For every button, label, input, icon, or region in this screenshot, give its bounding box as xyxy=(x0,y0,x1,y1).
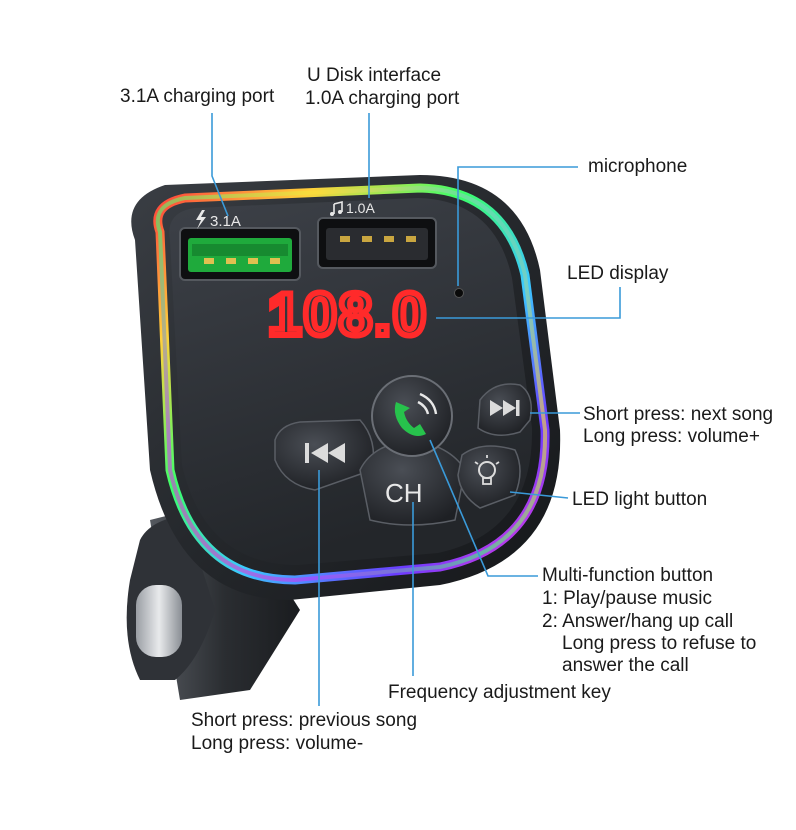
leader-lines xyxy=(211,113,621,706)
callout-microphone: microphone xyxy=(588,156,688,177)
callout-3-1a-charging-port: 3.1A charging port xyxy=(120,86,275,107)
callout-prev-short: Short press: previous song xyxy=(191,710,418,731)
usb-port-1-0a xyxy=(317,217,437,269)
callout-next-long: Long press: volume+ xyxy=(583,426,760,447)
callout-led-light-button: LED light button xyxy=(572,489,708,510)
callout-next-short: Short press: next song xyxy=(583,404,774,425)
phone-icon xyxy=(394,392,438,436)
callout-u-disk-interface: U Disk interface xyxy=(307,65,442,86)
usb-port-3-1a xyxy=(179,227,301,281)
previous-track-button[interactable] xyxy=(274,419,375,491)
callout-frequency-key: Frequency adjustment key xyxy=(388,682,611,703)
callout-multi-function-3: Long press to refuse to xyxy=(562,633,757,654)
light-bulb-icon xyxy=(474,455,500,485)
led-light-button[interactable] xyxy=(457,445,521,509)
ch-button-label: CH xyxy=(385,478,423,508)
callout-multi-function-title: Multi-function button xyxy=(542,565,714,586)
lightning-icon xyxy=(196,210,206,229)
callout-1-0a-charging-port: 1.0A charging port xyxy=(305,88,460,109)
multi-function-button[interactable] xyxy=(371,375,453,457)
callout-led-display: LED display xyxy=(567,263,669,284)
plug-metal-tip xyxy=(136,585,182,657)
callout-multi-function-1: 1: Play/pause music xyxy=(542,588,713,609)
callout-prev-long: Long press: volume- xyxy=(191,733,364,754)
music-note-icon xyxy=(330,200,343,216)
port-marking-3-1a: 3.1A xyxy=(210,213,241,230)
microphone-hole xyxy=(454,288,464,298)
previous-track-icon xyxy=(305,443,345,463)
next-track-button[interactable] xyxy=(477,383,532,436)
led-display-value: 108.0 xyxy=(268,281,428,348)
callout-multi-function-4: answer the call xyxy=(562,655,689,676)
next-track-icon xyxy=(490,400,520,416)
port-marking-1-0a: 1.0A xyxy=(346,200,375,216)
callout-multi-function-2: 2: Answer/hang up call xyxy=(542,611,734,632)
